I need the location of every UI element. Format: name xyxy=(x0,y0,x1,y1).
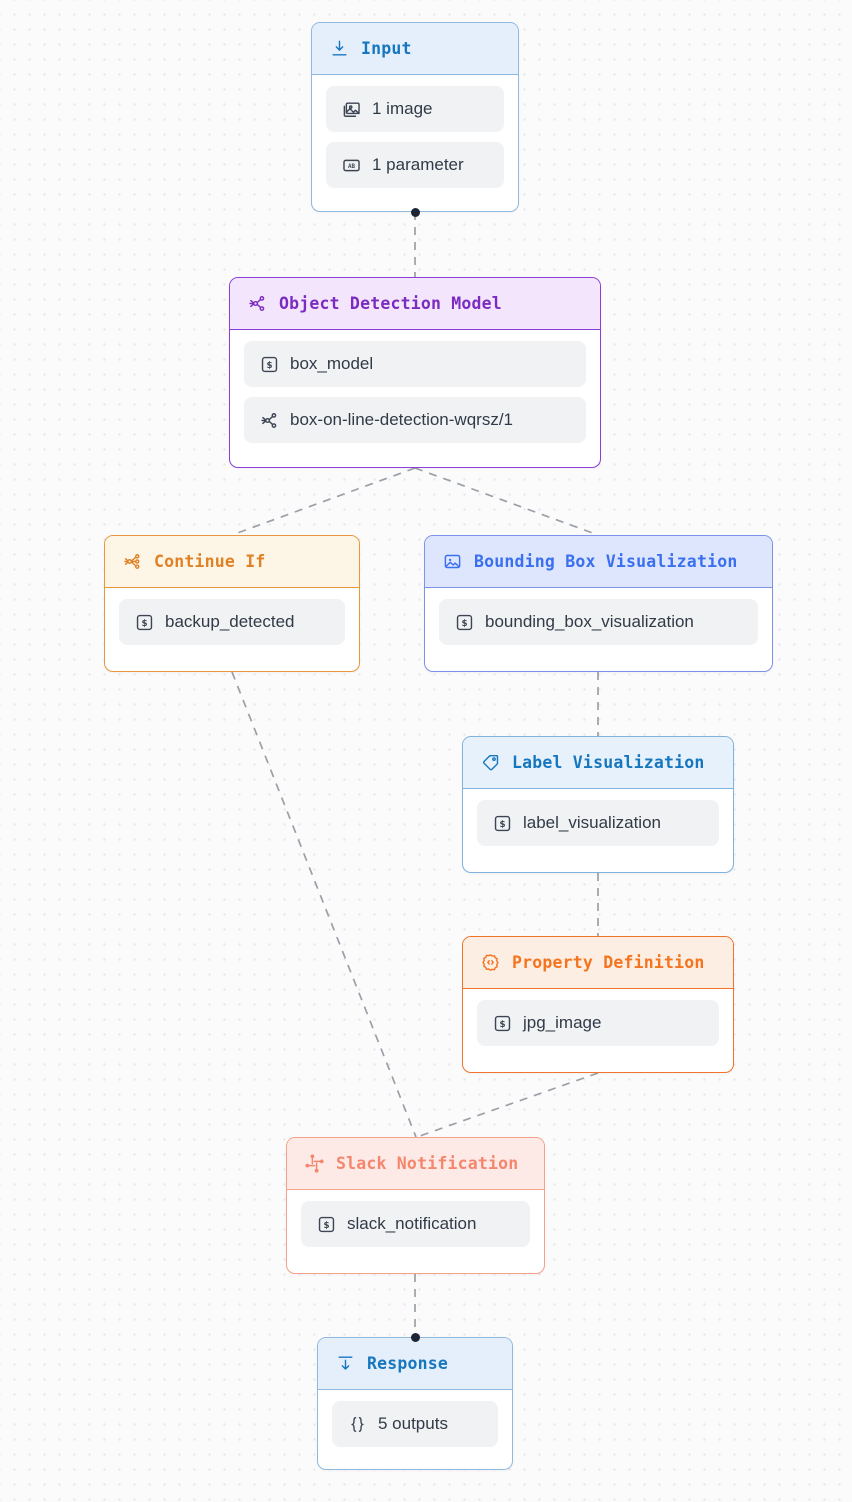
node-row[interactable]: 5 outputs xyxy=(332,1401,498,1447)
node-row-label: bounding_box_visualization xyxy=(485,612,694,631)
node-header-slack-notification[interactable]: Slack Notification xyxy=(287,1138,544,1190)
node-title-response: Response xyxy=(367,1354,449,1373)
node-title-label-visualization: Label Visualization xyxy=(512,753,705,772)
node-object-detection-model[interactable]: Object Detection Model $ box_model box-on-l… xyxy=(229,277,601,468)
node-bounding-box-visualization[interactable]: Bounding Box Visualization $ bounding_box_… xyxy=(424,535,773,672)
braces-icon xyxy=(348,1415,367,1434)
svg-text:$: $ xyxy=(499,1019,505,1029)
node-header-property-definition[interactable]: Property Definition xyxy=(463,937,733,989)
node-title-object-detection-model: Object Detection Model xyxy=(279,294,502,313)
dollar-badge-icon: $ xyxy=(260,355,279,374)
edge-continue-if-to-slack-notification xyxy=(231,671,417,1138)
node-body-property-definition: $ jpg_image xyxy=(463,989,733,1060)
node-header-input[interactable]: Input xyxy=(312,23,518,75)
dollar-badge-icon: $ xyxy=(317,1215,336,1234)
node-row[interactable]: $ box_model xyxy=(244,341,586,387)
node-response[interactable]: Response 5 outputs xyxy=(317,1337,513,1470)
branch-icon xyxy=(123,552,142,571)
image-box-icon xyxy=(443,552,462,571)
gear-code-icon xyxy=(481,953,500,972)
svg-text:$: $ xyxy=(323,1220,329,1230)
dollar-badge-icon: $ xyxy=(135,613,154,632)
slack-hash-icon xyxy=(305,1154,324,1173)
edge-property-definition-to-slack-notification xyxy=(416,1072,599,1138)
node-body-bounding-box-visualization: $ bounding_box_visualization xyxy=(425,588,772,659)
edge-object-detection-model-to-continue-if xyxy=(231,467,416,536)
node-row[interactable]: AB 1 parameter xyxy=(326,142,504,188)
tag-icon xyxy=(481,753,500,772)
node-header-object-detection-model[interactable]: Object Detection Model xyxy=(230,278,600,330)
node-title-input: Input xyxy=(361,39,412,58)
node-row-label: 5 outputs xyxy=(378,1414,448,1433)
node-title-slack-notification: Slack Notification xyxy=(336,1154,519,1173)
node-body-slack-notification: $ slack_notification xyxy=(287,1190,544,1261)
dollar-badge-icon: $ xyxy=(493,1014,512,1033)
dollar-badge-icon: $ xyxy=(455,613,474,632)
node-row[interactable]: $ label_visualization xyxy=(477,800,719,846)
node-row-label: label_visualization xyxy=(523,813,661,832)
svg-text:$: $ xyxy=(141,618,147,628)
model-network-icon xyxy=(260,411,279,430)
node-label-visualization[interactable]: Label Visualization $ label_visualization xyxy=(462,736,734,873)
node-row[interactable]: $ backup_detected xyxy=(119,599,345,645)
node-row-label: backup_detected xyxy=(165,612,295,631)
node-row[interactable]: 1 image xyxy=(326,86,504,132)
node-body-continue-if: $ backup_detected xyxy=(105,588,359,659)
node-title-bounding-box-visualization: Bounding Box Visualization xyxy=(474,552,738,571)
node-row-label: box_model xyxy=(290,354,374,373)
node-row[interactable]: $ jpg_image xyxy=(477,1000,719,1046)
download-arrow-icon xyxy=(330,39,349,58)
node-header-bounding-box-visualization[interactable]: Bounding Box Visualization xyxy=(425,536,772,588)
response-input-port[interactable] xyxy=(410,1332,420,1342)
node-body-label-visualization: $ label_visualization xyxy=(463,789,733,860)
node-title-property-definition: Property Definition xyxy=(512,953,705,972)
ab-parameter-icon: AB xyxy=(342,156,361,175)
node-header-continue-if[interactable]: Continue If xyxy=(105,536,359,588)
svg-text:$: $ xyxy=(499,819,505,829)
node-header-label-visualization[interactable]: Label Visualization xyxy=(463,737,733,789)
node-body-object-detection-model: $ box_model box-on-line-detection-wqrsz/1 xyxy=(230,330,600,457)
edge-object-detection-model-to-bounding-box-visualization xyxy=(414,467,599,536)
node-row-label: slack_notification xyxy=(347,1214,477,1233)
image-icon xyxy=(342,100,361,119)
node-continue-if[interactable]: Continue If $ backup_detected xyxy=(104,535,360,672)
svg-text:AB: AB xyxy=(348,163,356,169)
node-row[interactable]: $ slack_notification xyxy=(301,1201,530,1247)
node-row-label: jpg_image xyxy=(523,1013,602,1032)
upload-arrow-icon xyxy=(336,1354,355,1373)
svg-text:$: $ xyxy=(266,360,272,370)
dollar-badge-icon: $ xyxy=(493,814,512,833)
node-header-response[interactable]: Response xyxy=(318,1338,512,1390)
svg-text:$: $ xyxy=(461,618,467,628)
node-row-label: 1 image xyxy=(372,99,433,118)
node-row-label: box-on-line-detection-wqrsz/1 xyxy=(290,410,513,429)
node-row-label: 1 parameter xyxy=(372,155,464,174)
node-row[interactable]: box-on-line-detection-wqrsz/1 xyxy=(244,397,586,443)
input-output-port[interactable] xyxy=(410,207,420,217)
node-title-continue-if: Continue If xyxy=(154,552,266,571)
node-property-definition[interactable]: Property Definition $ jpg_image xyxy=(462,936,734,1073)
node-row[interactable]: $ bounding_box_visualization xyxy=(439,599,758,645)
node-slack-notification[interactable]: Slack Notification $ slack_notification xyxy=(286,1137,545,1274)
node-body-response: 5 outputs xyxy=(318,1390,512,1461)
model-network-icon xyxy=(248,294,267,313)
